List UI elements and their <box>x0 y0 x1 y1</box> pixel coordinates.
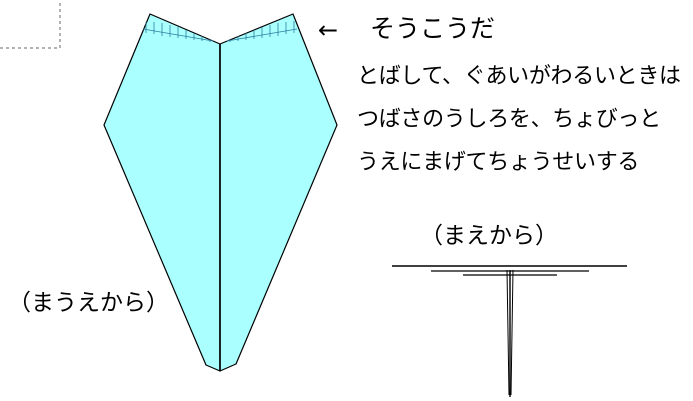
front-view-plane <box>392 265 627 397</box>
front-view-label: （まえから） <box>420 223 558 249</box>
flap-label: そうこうだ <box>370 14 496 43</box>
top-view-label: （まうえから） <box>8 290 169 316</box>
instruction-line-2: つばさのうしろを、ちょびっと <box>357 107 661 132</box>
instruction-line-1: とばして、ぐあいがわるいときは <box>357 64 681 89</box>
front-view-keel <box>506 269 510 396</box>
right-wing <box>219 13 338 372</box>
left-flap-hatch <box>142 22 214 42</box>
pointer-arrow: ← <box>318 16 339 44</box>
right-flap-hatch <box>226 21 298 42</box>
instruction-line-3: うえにまげてちょうせいする <box>357 150 640 175</box>
dashed-reference-box <box>0 0 61 49</box>
left-wing <box>103 13 221 372</box>
